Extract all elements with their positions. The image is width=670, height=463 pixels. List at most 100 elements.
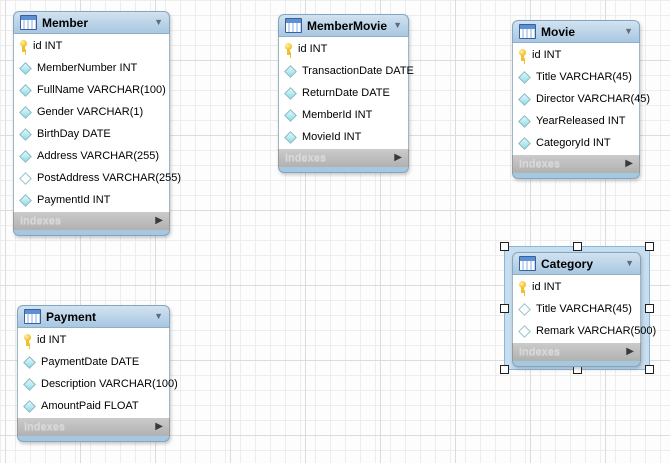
diamond-filled-icon xyxy=(518,92,531,106)
table-header[interactable]: Category ▼ xyxy=(512,252,641,275)
column-label: TransactionDate DATE xyxy=(302,65,414,77)
column-row[interactable]: id INT xyxy=(279,38,408,60)
diamond-filled-icon xyxy=(23,399,36,413)
key-icon xyxy=(284,42,293,56)
column-row[interactable]: id INT xyxy=(14,35,169,57)
column-row[interactable]: PaymentDate DATE xyxy=(18,351,169,373)
table-member[interactable]: Member ▼ id INT MemberNumber INT FullName … xyxy=(13,11,181,236)
selection-handle-se[interactable] xyxy=(645,365,654,374)
expand-arrow-icon[interactable]: ▶ xyxy=(155,421,163,432)
diamond-filled-icon xyxy=(284,130,297,144)
selection-handle-sw[interactable] xyxy=(500,365,509,374)
column-row[interactable]: Director VARCHAR(45) xyxy=(513,88,650,110)
table-header[interactable]: Member ▼ xyxy=(13,11,170,34)
table-bottom-strip xyxy=(512,361,641,367)
column-label: Title VARCHAR(45) xyxy=(536,71,632,83)
table-header[interactable]: MemberMovie ▼ xyxy=(278,14,409,37)
key-icon xyxy=(19,39,28,53)
table-membermovie[interactable]: MemberMovie ▼ id INT TransactionDate DATE… xyxy=(278,14,414,173)
table-bottom-strip xyxy=(17,436,170,442)
column-label: MemberId INT xyxy=(302,109,373,121)
selection-handle-n[interactable] xyxy=(573,242,582,251)
expand-arrow-icon[interactable]: ▶ xyxy=(394,152,402,163)
table-movie[interactable]: Movie ▼ id INT Title VARCHAR(45) Director … xyxy=(512,20,650,179)
collapse-arrow-icon[interactable]: ▼ xyxy=(154,311,163,321)
collapse-arrow-icon[interactable]: ▼ xyxy=(624,26,633,36)
column-label: AmountPaid FLOAT xyxy=(41,400,139,412)
table-header[interactable]: Payment ▼ xyxy=(17,305,170,328)
column-label: Remark VARCHAR(500) xyxy=(536,325,657,337)
collapse-arrow-icon[interactable]: ▼ xyxy=(625,258,634,268)
column-row[interactable]: AmountPaid FLOAT xyxy=(18,395,169,417)
diamond-open-icon xyxy=(518,324,531,338)
collapse-arrow-icon[interactable]: ▼ xyxy=(393,20,402,30)
table-icon xyxy=(285,18,302,33)
diamond-filled-icon xyxy=(19,105,32,119)
column-row[interactable]: Description VARCHAR(100) xyxy=(18,373,178,395)
table-title: MemberMovie xyxy=(307,18,388,33)
column-label: id INT xyxy=(33,40,63,52)
column-label: FullName VARCHAR(100) xyxy=(37,84,166,96)
indexes-footer[interactable]: Indexes ▶ xyxy=(13,212,170,230)
column-row[interactable]: id INT xyxy=(18,329,169,351)
column-label: MemberNumber INT xyxy=(37,62,138,74)
indexes-label: Indexes xyxy=(20,215,61,227)
diamond-filled-icon xyxy=(19,83,32,97)
indexes-footer[interactable]: Indexes ▶ xyxy=(512,343,641,361)
column-label: id INT xyxy=(532,49,562,61)
selection-handle-ne[interactable] xyxy=(645,242,654,251)
table-icon xyxy=(20,15,37,30)
diamond-open-icon xyxy=(518,302,531,316)
column-row[interactable]: MemberId INT xyxy=(279,104,408,126)
selection-handle-nw[interactable] xyxy=(500,242,509,251)
column-row[interactable]: id INT xyxy=(513,44,639,66)
column-row[interactable]: MemberNumber INT xyxy=(14,57,169,79)
table-title: Payment xyxy=(46,309,97,324)
diamond-filled-icon xyxy=(518,114,531,128)
column-row[interactable]: id INT xyxy=(513,276,640,298)
column-row[interactable]: Address VARCHAR(255) xyxy=(14,145,169,167)
indexes-footer[interactable]: Indexes ▶ xyxy=(17,418,170,436)
collapse-arrow-icon[interactable]: ▼ xyxy=(154,17,163,27)
column-row[interactable]: PostAddress VARCHAR(255) xyxy=(14,167,181,189)
column-row[interactable]: Gender VARCHAR(1) xyxy=(14,101,169,123)
column-row[interactable]: ReturnDate DATE xyxy=(279,82,408,104)
table-icon xyxy=(519,24,536,39)
diamond-filled-icon xyxy=(19,61,32,75)
indexes-footer[interactable]: Indexes ▶ xyxy=(278,149,409,167)
table-title: Member xyxy=(42,15,89,30)
table-header[interactable]: Movie ▼ xyxy=(512,20,640,43)
column-row[interactable]: FullName VARCHAR(100) xyxy=(14,79,169,101)
expand-arrow-icon[interactable]: ▶ xyxy=(625,158,633,169)
column-row[interactable]: BirthDay DATE xyxy=(14,123,169,145)
diamond-filled-icon xyxy=(19,193,32,207)
column-row[interactable]: MovieId INT xyxy=(279,126,408,148)
column-label: id INT xyxy=(37,334,67,346)
column-label: ReturnDate DATE xyxy=(302,87,390,99)
column-label: CategoryId INT xyxy=(536,137,611,149)
column-row[interactable]: YearReleased INT xyxy=(513,110,639,132)
column-row[interactable]: Title VARCHAR(45) xyxy=(513,298,640,320)
selection-handle-w[interactable] xyxy=(500,304,509,313)
table-icon xyxy=(24,309,41,324)
selection-handle-e[interactable] xyxy=(645,304,654,313)
table-bottom-strip xyxy=(512,173,640,179)
column-row[interactable]: Remark VARCHAR(500) xyxy=(513,320,656,342)
column-row[interactable]: Title VARCHAR(45) xyxy=(513,66,639,88)
expand-arrow-icon[interactable]: ▶ xyxy=(155,215,163,226)
table-bottom-strip xyxy=(278,167,409,173)
expand-arrow-icon[interactable]: ▶ xyxy=(626,346,634,357)
column-row[interactable]: PaymentId INT xyxy=(14,189,169,211)
table-title: Movie xyxy=(541,24,576,39)
column-row[interactable]: CategoryId INT xyxy=(513,132,639,154)
indexes-footer[interactable]: Indexes ▶ xyxy=(512,155,640,173)
indexes-label: Indexes xyxy=(519,346,560,358)
diamond-filled-icon xyxy=(19,149,32,163)
column-row[interactable]: TransactionDate DATE xyxy=(279,60,414,82)
column-label: MovieId INT xyxy=(302,131,362,143)
column-label: Director VARCHAR(45) xyxy=(536,93,651,105)
